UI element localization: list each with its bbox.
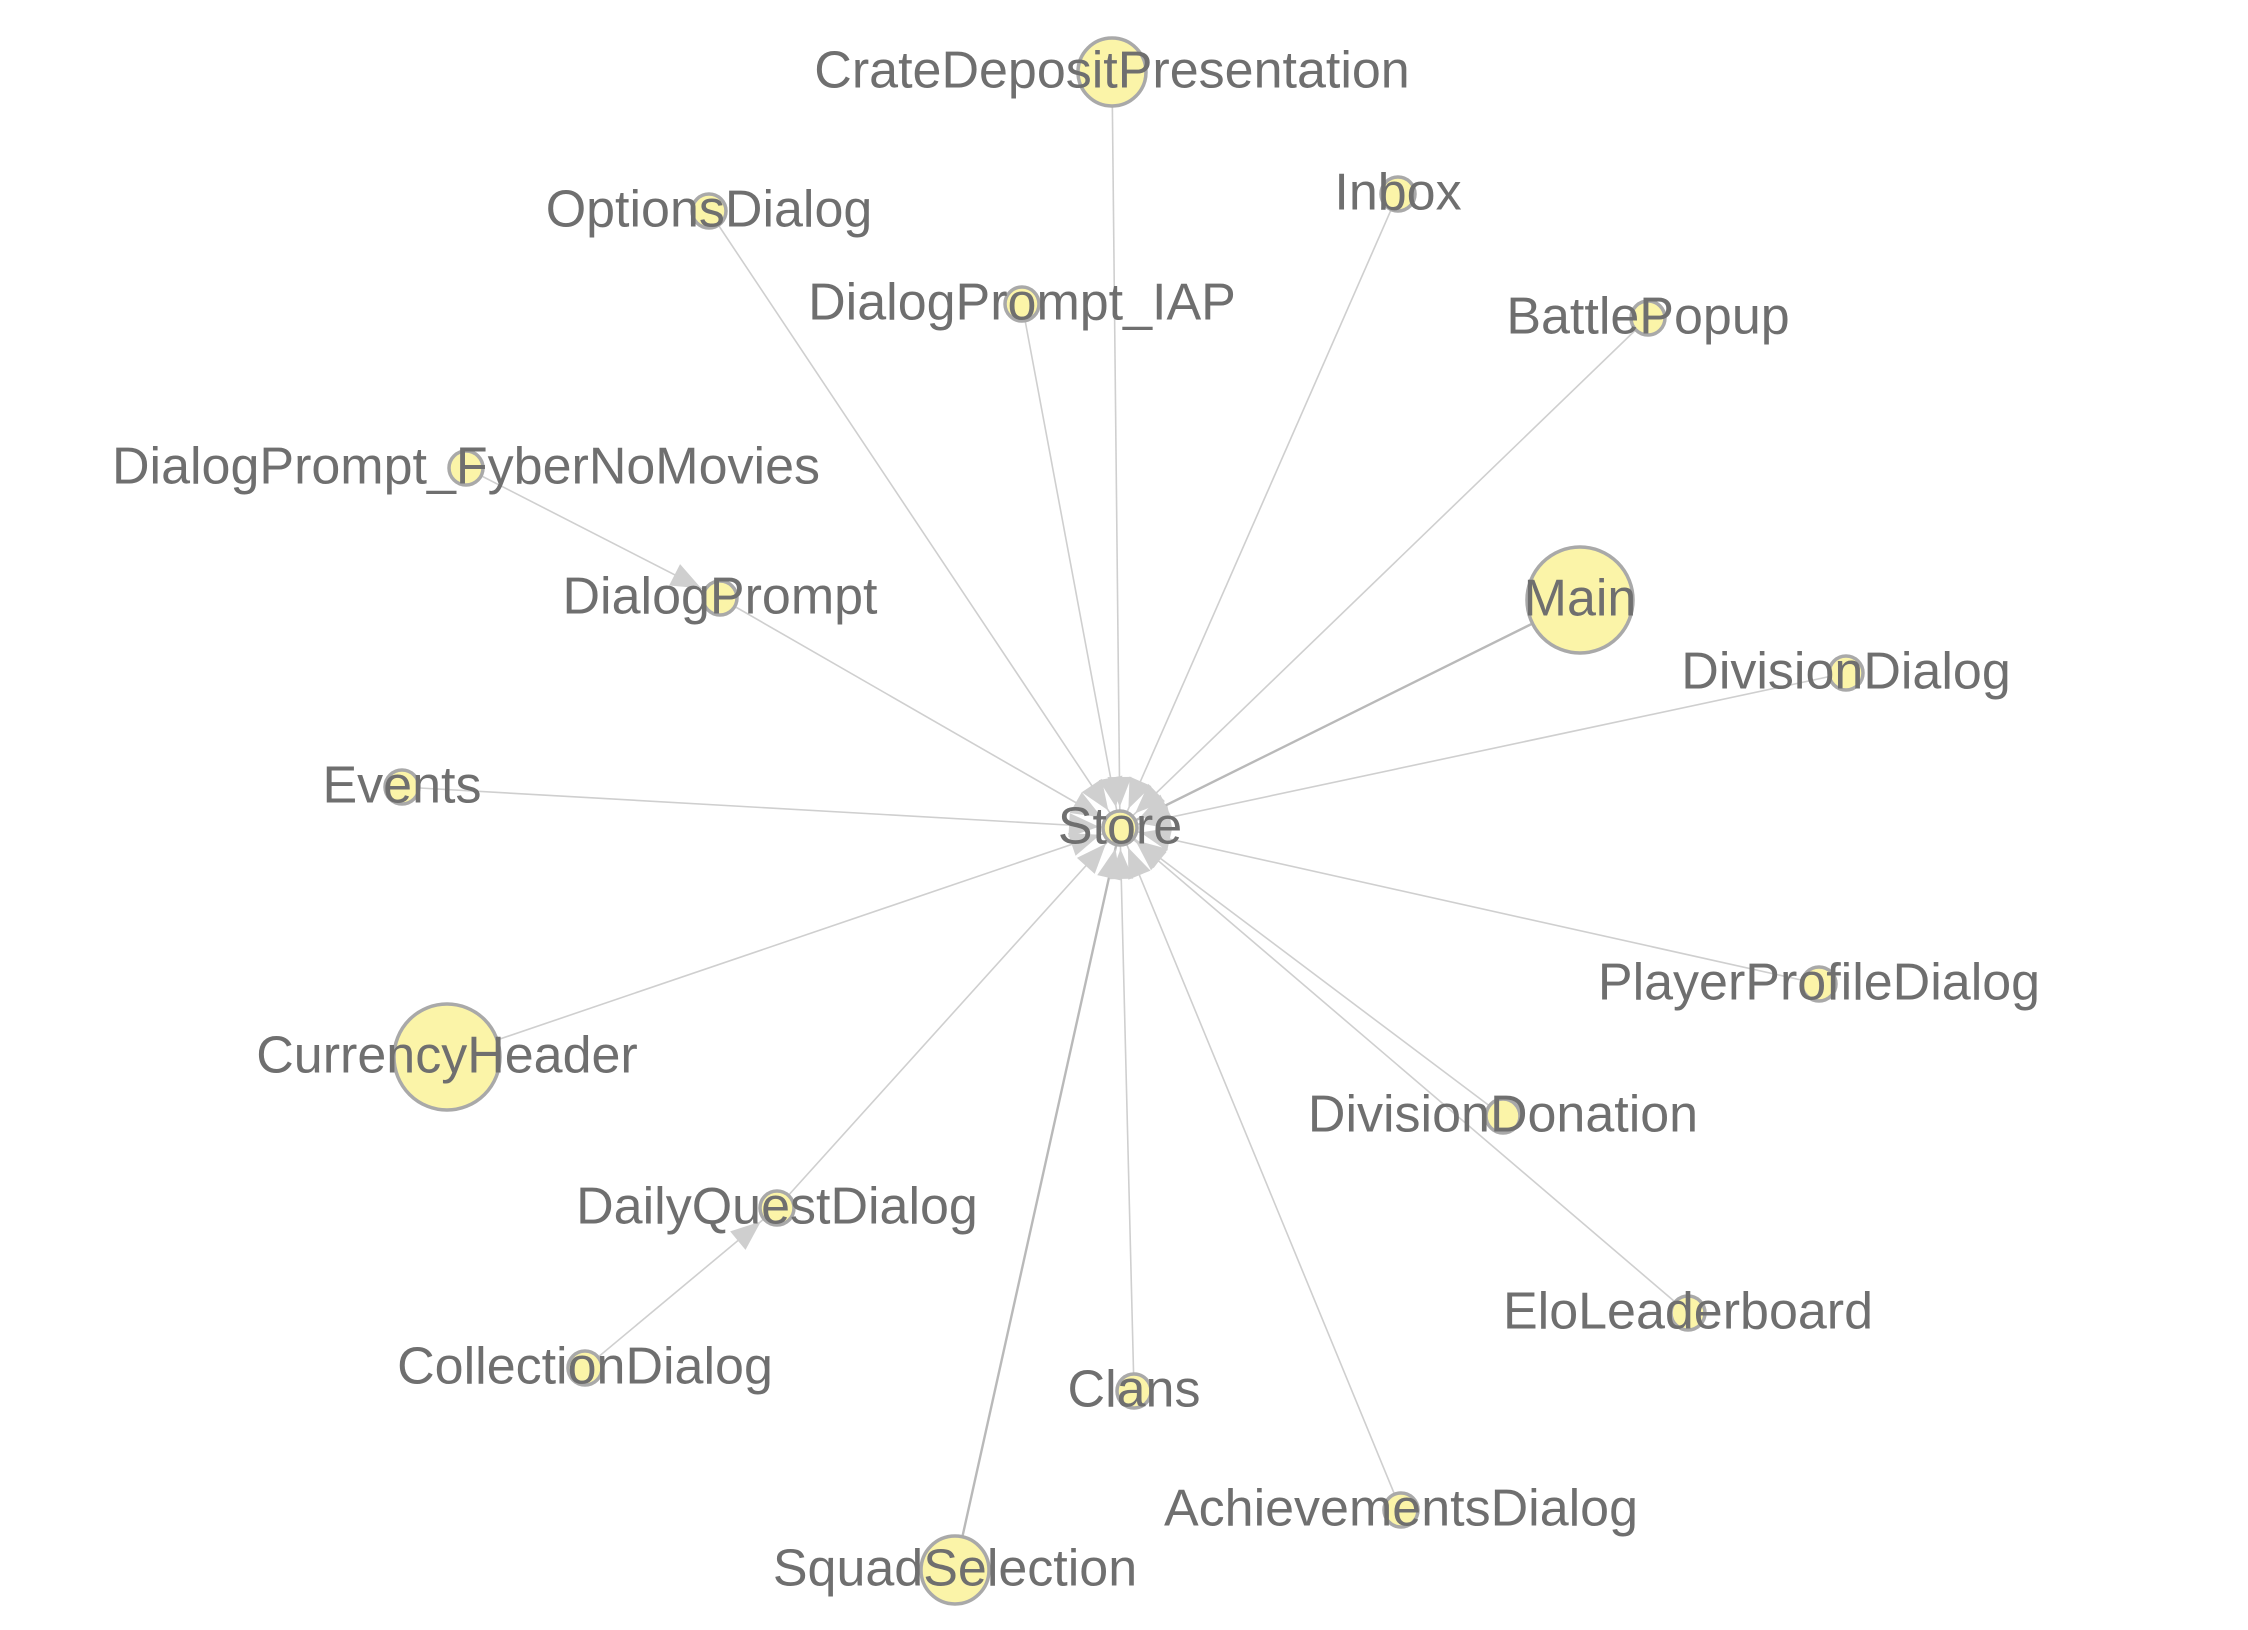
labels-layer: Store CrateDepositPresentationOptionsDial… [112, 42, 2040, 1598]
arrowhead-squadselection-to-store [1097, 848, 1121, 881]
arrowheads-layer [669, 564, 1173, 1250]
node-label-currencyheader: CurrencyHeader [256, 1027, 638, 1085]
edge-divisiondialog-to-store [1119, 672, 1847, 829]
node-achievementsdialog[interactable] [1382, 1491, 1420, 1529]
node-eloleaderboard[interactable] [1669, 1294, 1707, 1332]
arrowhead-playerprofiledialog-to-store [1140, 827, 1173, 851]
node-divisiondialog[interactable] [1827, 654, 1865, 692]
node-label-eloleaderboard: EloLeaderboard [1503, 1283, 1873, 1341]
node-label-store: Store [1058, 798, 1182, 856]
node-label-achievementsdialog: AchievementsDialog [1164, 1480, 1638, 1538]
arrowhead-dailyquestdialog-to-store [1076, 843, 1106, 874]
node-dialogprompt-iap[interactable] [1003, 285, 1041, 323]
node-label-playerprofiledialog: PlayerProfileDialog [1598, 954, 2040, 1012]
node-label-clans: Clans [1068, 1361, 1201, 1419]
arrowhead-dialogprompt-iap-to-store [1098, 775, 1123, 808]
node-label-main: Main [1524, 570, 1637, 628]
node-store[interactable] [1101, 809, 1139, 847]
node-dailyquestdialog[interactable] [758, 1189, 796, 1227]
edge-squadselection-to-store [953, 827, 1122, 1571]
node-label-dialogprompt-iap: DialogPrompt_IAP [808, 274, 1236, 332]
arrowhead-optionsdialog-to-store [1081, 778, 1109, 811]
edge-cratedepositpresentation-to-store [1111, 71, 1121, 829]
arrowhead-dialogprompt-to-store [1069, 792, 1102, 818]
arrowhead-currencyheader-to-store [1067, 833, 1101, 856]
node-label-collectiondialog: CollectionDialog [397, 1338, 773, 1396]
node-label-squadselection: SquadSelection [773, 1540, 1137, 1598]
arrowhead-collectiondialog-to-dailyquestdialog [730, 1221, 761, 1250]
node-label-optionsdialog: OptionsDialog [546, 181, 873, 239]
nodes-layer [383, 36, 1865, 1606]
arrowhead-events-to-store [1068, 813, 1100, 838]
node-battlepopup[interactable] [1629, 299, 1667, 337]
edge-main-to-store [1119, 598, 1581, 830]
node-playerprofiledialog[interactable] [1800, 965, 1838, 1003]
node-label-inbox: Inbox [1334, 164, 1461, 222]
node-inbox[interactable] [1379, 175, 1417, 213]
node-dialogprompt[interactable] [701, 579, 739, 617]
edge-clans-to-store [1119, 827, 1135, 1392]
node-currencyheader[interactable] [392, 1002, 502, 1112]
edge-currencyheader-to-store [446, 827, 1121, 1058]
arrowhead-eloleaderboard-to-store [1135, 841, 1167, 871]
arrowhead-inbox-to-store [1128, 776, 1152, 809]
node-optionsdialog[interactable] [690, 192, 728, 230]
node-cratedepositpresentation[interactable] [1076, 36, 1148, 108]
node-label-events: Events [323, 757, 482, 815]
node-label-dialogprompt: DialogPrompt [562, 568, 878, 626]
edge-inbox-to-store [1119, 193, 1399, 829]
arrowhead-divisiondialog-to-store [1140, 805, 1173, 830]
node-label-dailyquestdialog: DailyQuestDialog [576, 1178, 978, 1236]
edge-dailyquestdialog-to-store [776, 827, 1121, 1209]
node-events[interactable] [383, 768, 421, 806]
node-label-battlepopup: BattlePopup [1506, 288, 1789, 346]
edge-battlepopup-to-store [1119, 317, 1649, 829]
edge-eloleaderboard-to-store [1119, 827, 1689, 1314]
node-clans[interactable] [1115, 1372, 1153, 1410]
edge-divisiondonation-to-store [1119, 827, 1504, 1117]
edge-events-to-store [401, 786, 1121, 829]
node-divisiondonation[interactable] [1484, 1097, 1522, 1135]
node-label-divisiondialog: DivisionDialog [1681, 643, 2010, 701]
edge-achievementsdialog-to-store [1119, 827, 1402, 1511]
arrowhead-battlepopup-to-store [1135, 783, 1166, 814]
arrowhead-achievementsdialog-to-store [1128, 847, 1151, 880]
node-label-dialogprompt-fybernomovies: DialogPrompt_FyberNoMovies [112, 438, 820, 496]
edge-dialogprompt-to-store [719, 597, 1121, 829]
edge-dialogprompt-iap-to-store [1021, 303, 1121, 829]
node-squadselection[interactable] [919, 1534, 991, 1606]
edge-optionsdialog-to-store [708, 210, 1121, 829]
edges-layer [401, 71, 1847, 1571]
arrowhead-dialogprompt-fybernomovies-to-dialogprompt [669, 564, 702, 589]
node-collectiondialog[interactable] [566, 1349, 604, 1387]
edge-playerprofiledialog-to-store [1119, 827, 1820, 985]
node-dialogprompt-fybernomovies[interactable] [447, 449, 485, 487]
node-main[interactable] [1525, 545, 1635, 655]
node-label-cratedepositpresentation: CrateDepositPresentation [814, 42, 1409, 100]
node-label-divisiondonation: DivisionDonation [1308, 1086, 1698, 1144]
